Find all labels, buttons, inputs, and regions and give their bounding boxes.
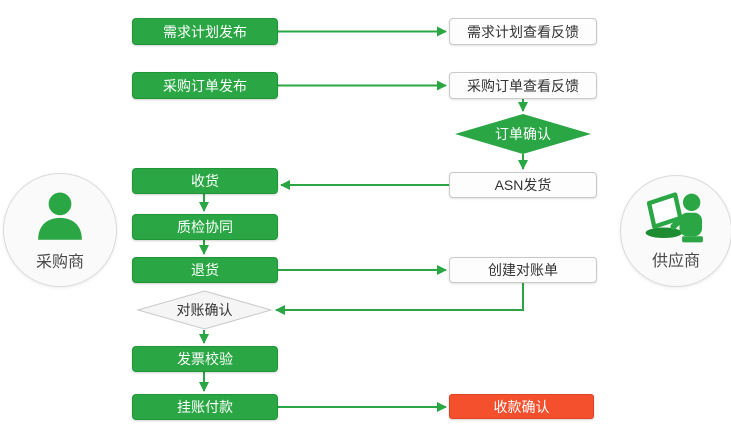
node-create-statement: 创建对账单 <box>449 257 597 283</box>
node-book-payment: 挂账付款 <box>132 394 278 420</box>
node-demand-plan-publish: 需求计划发布 <box>132 18 278 45</box>
buyer-person-icon <box>38 192 82 240</box>
buyer-label: 采购商 <box>35 254 84 271</box>
node-order-confirm-diamond: 订单确认 <box>455 114 591 154</box>
node-invoice-verification: 发票校验 <box>132 346 278 372</box>
supplier-label: 供应商 <box>651 253 700 270</box>
actor-buyer: 采购商 <box>3 173 117 287</box>
node-asn-shipment: ASN发货 <box>449 172 597 198</box>
node-receive-goods: 收货 <box>132 168 278 194</box>
supplier-person-laptop-icon <box>645 192 703 243</box>
node-receipt-confirm: 收款确认 <box>449 394 594 419</box>
diamond-shape <box>136 290 273 330</box>
actor-supplier: 供应商 <box>620 175 731 287</box>
node-purchase-order-publish: 采购订单发布 <box>132 72 278 99</box>
diamond-label: 对账确认 <box>176 302 233 318</box>
node-reconciliation-confirm-diamond: 对账确认 <box>136 290 273 330</box>
node-quality-inspection: 质检协同 <box>132 214 278 240</box>
node-return-goods: 退货 <box>132 257 278 283</box>
diamond-label: 订单确认 <box>495 126 551 142</box>
node-purchase-order-feedback: 采购订单查看反馈 <box>449 72 597 99</box>
diamond-shape <box>455 114 591 154</box>
node-demand-plan-feedback: 需求计划查看反馈 <box>449 18 597 45</box>
connector-statement-to-recon-confirm <box>275 283 524 315</box>
